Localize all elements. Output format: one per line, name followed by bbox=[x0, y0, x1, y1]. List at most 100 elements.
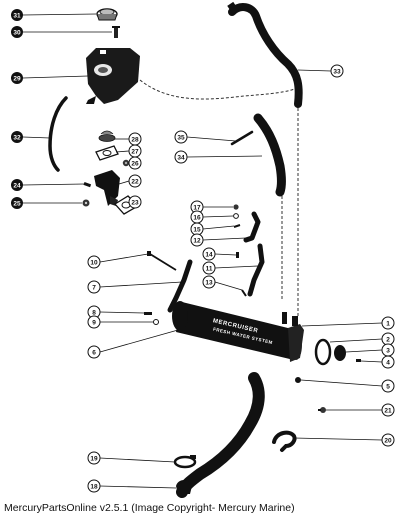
part-hose-34 bbox=[253, 113, 286, 197]
callout-13[interactable]: 13 bbox=[202, 275, 216, 289]
svg-text:33: 33 bbox=[333, 68, 341, 75]
svg-text:25: 25 bbox=[13, 200, 21, 207]
callouts: 31 30 29 32 24 25 28 27 26 22 23 33 35 3… bbox=[11, 9, 395, 493]
svg-text:13: 13 bbox=[205, 279, 213, 286]
callout-30[interactable]: 30 bbox=[11, 26, 23, 38]
copyright-caption: MercuryPartsOnline v2.5.1 (Image Copyrig… bbox=[4, 502, 295, 514]
part-expansion-tank bbox=[86, 48, 140, 104]
svg-text:28: 28 bbox=[131, 136, 139, 143]
callout-29[interactable]: 29 bbox=[11, 72, 23, 84]
callout-4[interactable]: 4 bbox=[381, 355, 395, 369]
callout-12[interactable]: 12 bbox=[190, 233, 204, 247]
part-hose-33 bbox=[227, 1, 303, 108]
part-gasket-2 bbox=[314, 338, 332, 366]
part-clamp-19 bbox=[173, 455, 197, 469]
part-nut-25 bbox=[82, 199, 90, 207]
svg-text:35: 35 bbox=[177, 134, 185, 141]
leader-lines bbox=[22, 13, 383, 489]
callout-7[interactable]: 7 bbox=[87, 280, 101, 294]
part-thermostat-housing bbox=[94, 170, 120, 206]
callout-34[interactable]: 34 bbox=[174, 150, 188, 164]
svg-text:17: 17 bbox=[193, 204, 201, 211]
svg-text:2: 2 bbox=[386, 336, 390, 343]
callout-9[interactable]: 9 bbox=[87, 315, 101, 329]
callout-16[interactable]: 16 bbox=[190, 210, 204, 224]
svg-text:31: 31 bbox=[13, 12, 21, 19]
callout-28[interactable]: 28 bbox=[128, 132, 142, 146]
svg-text:20: 20 bbox=[384, 437, 392, 444]
callout-3[interactable]: 3 bbox=[381, 343, 395, 357]
svg-text:29: 29 bbox=[13, 75, 21, 82]
svg-text:14: 14 bbox=[205, 251, 213, 258]
svg-text:22: 22 bbox=[131, 178, 139, 185]
part-nut-26 bbox=[122, 159, 130, 167]
callout-6[interactable]: 6 bbox=[87, 345, 101, 359]
callout-32[interactable]: 32 bbox=[11, 131, 23, 143]
callout-23[interactable]: 23 bbox=[128, 195, 142, 209]
callout-14[interactable]: 14 bbox=[202, 247, 216, 261]
callout-22[interactable]: 22 bbox=[128, 174, 142, 188]
svg-text:18: 18 bbox=[90, 483, 98, 490]
svg-text:1: 1 bbox=[386, 320, 390, 327]
part-hose-32 bbox=[48, 96, 68, 172]
svg-text:6: 6 bbox=[92, 349, 96, 356]
part-washer-16 bbox=[233, 213, 239, 219]
part-bolt-24 bbox=[83, 182, 92, 188]
callout-33[interactable]: 33 bbox=[330, 64, 344, 78]
part-screw-30 bbox=[112, 26, 120, 38]
svg-text:12: 12 bbox=[193, 237, 201, 244]
svg-text:30: 30 bbox=[13, 29, 21, 36]
callout-20[interactable]: 20 bbox=[381, 433, 395, 447]
callout-15[interactable]: 15 bbox=[190, 222, 204, 236]
part-heat-exchanger: MERCRUISER FRESH WATER SYSTEM bbox=[172, 301, 304, 362]
callout-11[interactable]: 11 bbox=[202, 261, 216, 275]
part-hose-18 bbox=[176, 372, 265, 498]
part-thermostat bbox=[98, 130, 116, 142]
part-gasket-27 bbox=[95, 145, 119, 161]
callout-2[interactable]: 2 bbox=[381, 332, 395, 346]
part-drain-plug-5 bbox=[295, 377, 301, 383]
svg-text:24: 24 bbox=[13, 182, 21, 189]
callout-25[interactable]: 25 bbox=[11, 197, 23, 209]
svg-text:11: 11 bbox=[206, 265, 213, 272]
part-bracket-12 bbox=[243, 211, 261, 243]
part-pressure-cap bbox=[96, 8, 118, 21]
part-end-cap-3 bbox=[334, 345, 346, 361]
part-washer-9 bbox=[153, 319, 159, 325]
part-strap-7 bbox=[167, 259, 193, 313]
svg-text:8: 8 bbox=[92, 309, 96, 316]
svg-text:34: 34 bbox=[177, 154, 185, 161]
part-stud-10 bbox=[147, 251, 177, 271]
part-screw-8 bbox=[144, 312, 152, 315]
callout-5[interactable]: 5 bbox=[381, 379, 395, 393]
part-nut-17 bbox=[233, 204, 239, 210]
svg-text:10: 10 bbox=[90, 259, 98, 266]
svg-text:32: 32 bbox=[13, 134, 21, 141]
callout-18[interactable]: 18 bbox=[87, 479, 101, 493]
callout-27[interactable]: 27 bbox=[128, 144, 142, 158]
svg-text:7: 7 bbox=[92, 284, 96, 291]
part-bolt-15 bbox=[233, 224, 241, 228]
svg-text:23: 23 bbox=[131, 199, 139, 206]
callout-35[interactable]: 35 bbox=[174, 130, 188, 144]
callout-31[interactable]: 31 bbox=[11, 9, 23, 21]
part-pin-13 bbox=[241, 289, 247, 297]
part-tube-35 bbox=[230, 130, 254, 146]
part-screw-4 bbox=[356, 359, 361, 362]
exploded-parts-diagram: MERCRUISER FRESH WATER SYSTEM bbox=[11, 1, 395, 498]
callout-10[interactable]: 10 bbox=[87, 255, 101, 269]
callout-1[interactable]: 1 bbox=[381, 316, 395, 330]
callout-19[interactable]: 19 bbox=[87, 451, 101, 465]
callout-26[interactable]: 26 bbox=[128, 156, 142, 170]
part-screw-21 bbox=[318, 407, 326, 413]
callout-21[interactable]: 21 bbox=[381, 403, 395, 417]
svg-text:15: 15 bbox=[193, 226, 201, 233]
svg-text:16: 16 bbox=[193, 214, 201, 221]
callout-24[interactable]: 24 bbox=[11, 179, 23, 191]
part-clamp-20 bbox=[272, 430, 297, 452]
callout-8[interactable]: 8 bbox=[87, 305, 101, 319]
svg-text:27: 27 bbox=[131, 148, 139, 155]
part-screw-14 bbox=[236, 252, 239, 258]
svg-text:21: 21 bbox=[384, 407, 392, 414]
svg-text:9: 9 bbox=[92, 319, 96, 326]
